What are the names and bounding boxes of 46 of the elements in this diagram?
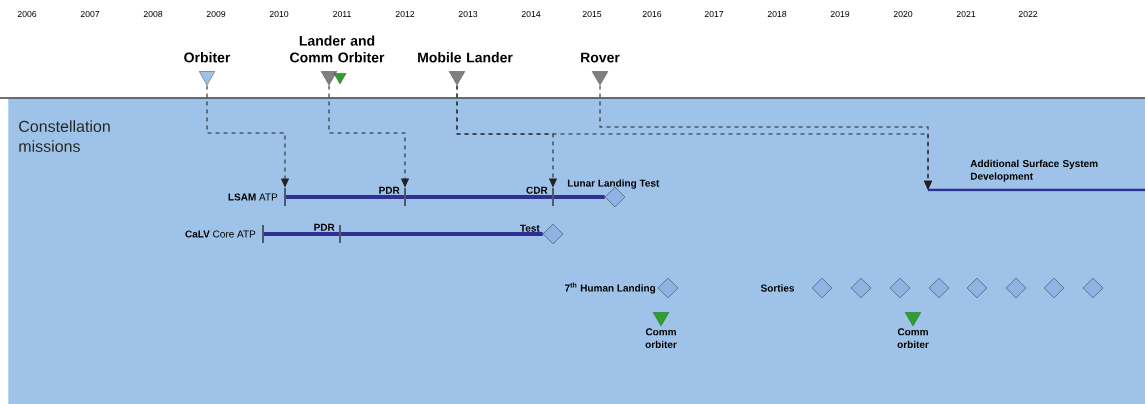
sortie-diamond xyxy=(928,277,950,299)
year-label: 2010 xyxy=(269,10,289,18)
timeline-bar xyxy=(263,232,340,236)
sortie-diamond xyxy=(1043,277,1065,299)
year-label: 2015 xyxy=(582,10,602,18)
year-label: 2013 xyxy=(458,10,478,18)
node-label: Test xyxy=(520,224,540,232)
year-label: 2020 xyxy=(893,10,913,18)
node-label: 7$^{th}$ Human Landing xyxy=(565,282,656,294)
node-label: CaLV Core ATP xyxy=(185,230,256,238)
sortie-diamond xyxy=(1082,277,1104,299)
year-label: 2009 xyxy=(206,10,226,18)
milestone-tick: CDR xyxy=(526,186,554,206)
year-label: 2014 xyxy=(521,10,541,18)
sortie-diamond xyxy=(811,277,833,299)
development-bar: Additional Surface System Development xyxy=(928,159,1145,192)
sortie-diamond xyxy=(1005,277,1027,299)
year-label: 2019 xyxy=(830,10,850,18)
timeline-bar xyxy=(553,195,605,199)
timeline-bar xyxy=(340,232,543,236)
node-label: PDR xyxy=(379,186,400,194)
year-label: 2021 xyxy=(956,10,976,18)
timeline-bar xyxy=(405,195,553,199)
node-label: LSAM ATP xyxy=(228,193,278,201)
year-label: 2011 xyxy=(333,10,351,18)
sortie-diamond xyxy=(966,277,988,299)
milestone-tick: PDR xyxy=(314,223,341,243)
year-label: 2018 xyxy=(767,10,787,18)
year-label: 2006 xyxy=(17,10,37,18)
node-label: PDR xyxy=(314,223,335,231)
node-label: Lunar Landing Test xyxy=(567,179,660,189)
sortie-diamond xyxy=(889,277,911,299)
milestone-tick: CaLV Core ATP xyxy=(185,225,264,243)
year-label: 2016 xyxy=(642,10,662,18)
year-label: 2008 xyxy=(143,10,163,18)
milestone-tick: LSAM ATP xyxy=(228,188,286,206)
timeline-bar xyxy=(285,195,405,199)
dashed-arrow xyxy=(599,85,933,190)
milestone-tick: PDR xyxy=(379,186,406,206)
year-label: 2012 xyxy=(395,10,415,18)
node-label: CDR xyxy=(526,186,548,194)
row-label: Sorties xyxy=(760,284,795,292)
year-label: 2017 xyxy=(704,10,724,18)
year-label: 2022 xyxy=(1018,10,1038,18)
year-label: 2007 xyxy=(80,10,100,18)
sortie-diamond xyxy=(850,277,872,299)
